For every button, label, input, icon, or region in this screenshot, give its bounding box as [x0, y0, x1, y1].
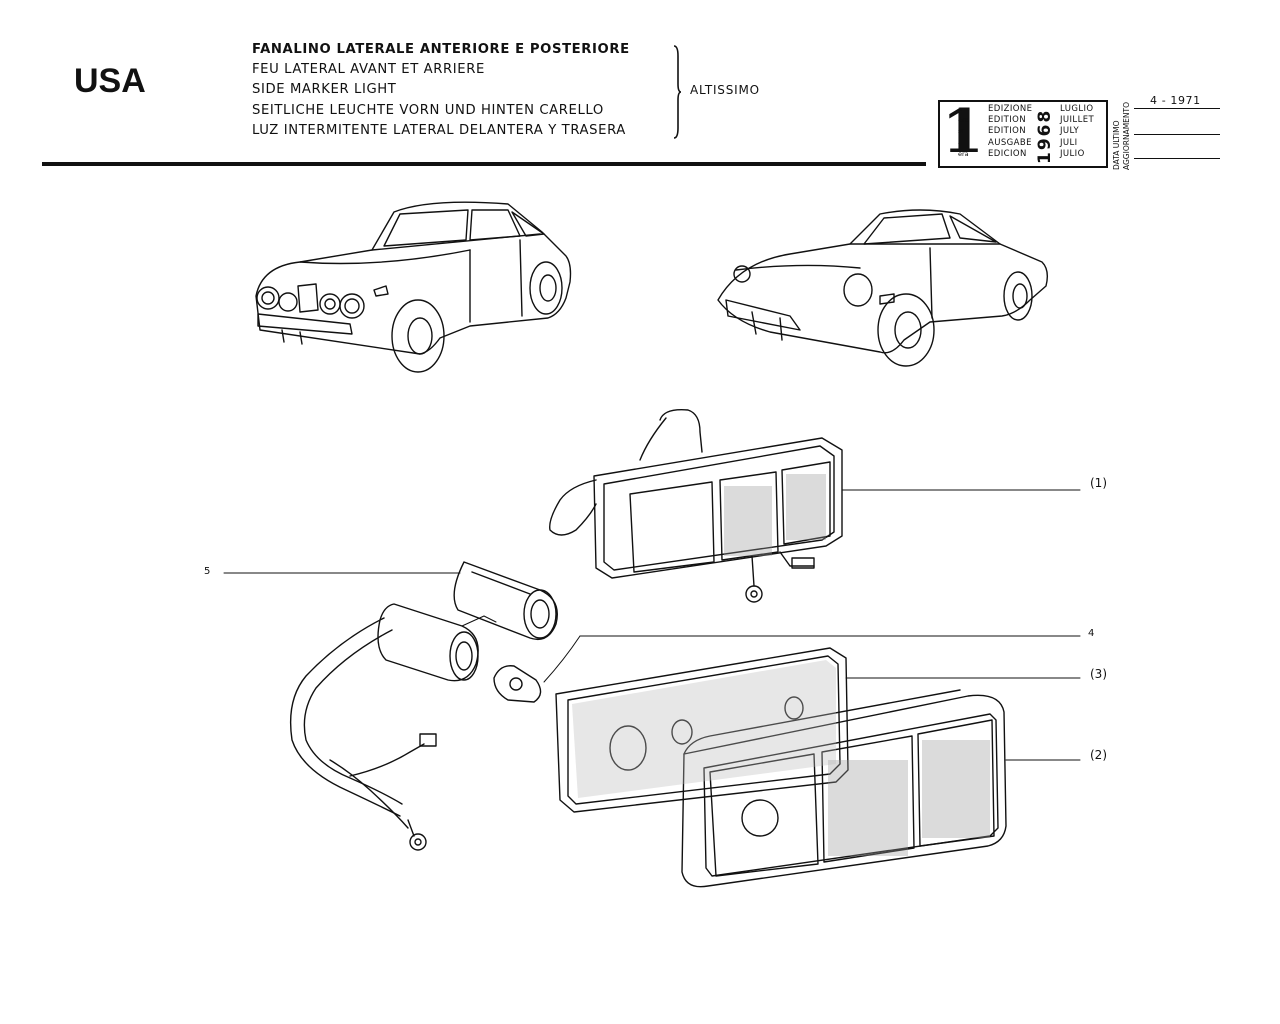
edition-word: EDIZIONE: [988, 104, 1033, 114]
edition-sup: era: [958, 149, 969, 158]
edition-number: 1: [942, 97, 984, 167]
update-line: [1134, 158, 1220, 159]
edition-sup: st: [958, 127, 964, 136]
update-label: DATA ULTIMO AGGIORNAMENTO: [1112, 102, 1131, 170]
title-brace: [673, 45, 682, 139]
gasket-texture: [572, 660, 836, 798]
edition-word: EDITION: [988, 115, 1026, 126]
edition-month: JULY: [1060, 126, 1080, 137]
edition-word: EDITION: [988, 126, 1026, 137]
title-english: SIDE MARKER LIGHT: [252, 82, 397, 98]
title-german: SEITLICHE LEUCHTE VORN UND HINTEN CARELL…: [252, 102, 604, 118]
edition-months: LUGLIO JUILLET JULY JULI JULIO: [1060, 104, 1094, 160]
svg-text:AGGIORNAMENTO: AGGIORNAMENTO: [1122, 102, 1131, 170]
callout-4: 4: [1088, 628, 1095, 639]
title-italian: FANALINO LATERALE ANTERIORE E POSTERIORE: [252, 42, 630, 57]
title-spanish: LUZ INTERMITENTE LATERAL DELANTERA Y TRA…: [252, 122, 626, 138]
edition-month: LUGLIO: [1060, 104, 1094, 114]
title-block: FANALINO LATERALE ANTERIORE E POSTERIORE…: [252, 40, 630, 141]
part-2-lens: [681, 689, 1007, 888]
update-line: [1134, 108, 1220, 109]
callout-3: (3): [1090, 667, 1107, 681]
title-french: FEU LATERAL AVANT ET ARRIERE: [252, 62, 485, 78]
region-label: USA: [74, 62, 146, 100]
edition-month: JUILLET: [1060, 115, 1095, 126]
coupe-car-illustration: [255, 201, 572, 373]
edition-month: JULIO: [1060, 148, 1085, 159]
bulb-holder-with-cable: [289, 603, 479, 851]
svg-text:1968: 1968: [1035, 109, 1055, 164]
update-line: [1134, 134, 1220, 135]
part-4-bulb: [493, 665, 542, 703]
edition-year: 1968: [1035, 109, 1055, 164]
edition-word: AUSGABE: [988, 137, 1032, 148]
callout-2: (2): [1090, 748, 1107, 762]
update-date: 4 - 1971: [1150, 94, 1201, 107]
edition-sup: -: [958, 138, 961, 147]
header-rule: [42, 162, 926, 166]
edition-word: EDICION: [988, 148, 1027, 159]
edition-sup: ère: [958, 116, 969, 125]
spider-car-illustration: [717, 209, 1049, 367]
lens-texture: [724, 474, 990, 856]
edition-words: EDIZIONE EDITION EDITION AUSGABE EDICION: [988, 104, 1032, 160]
edition-month: JULI: [1060, 137, 1078, 148]
callout-5: 5: [204, 566, 211, 577]
part-3-gasket: [555, 647, 849, 813]
svg-text:DATA ULTIMO: DATA ULTIMO: [1112, 120, 1121, 170]
edition-superscripts: a ère st - era: [958, 104, 969, 160]
leader-lines: [223, 489, 1081, 761]
model-name: ALTISSIMO: [690, 83, 760, 97]
callout-1: (1): [1090, 476, 1107, 490]
part-1-side-marker-assembly: [549, 409, 843, 603]
edition-sup: a: [958, 105, 962, 113]
part-5-bulb-socket: [453, 561, 558, 641]
edition-box: [938, 100, 1108, 168]
